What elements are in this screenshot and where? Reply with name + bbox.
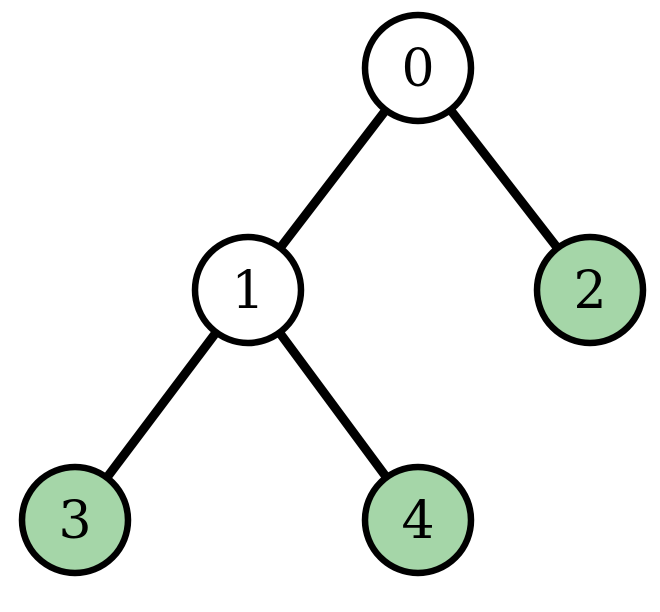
node-label-3: 3 bbox=[58, 491, 91, 551]
node-circle-3[interactable] bbox=[18, 463, 132, 577]
edge-layer bbox=[71, 65, 594, 523]
node-label-0: 0 bbox=[401, 39, 434, 99]
tree-node-2[interactable]: 2 bbox=[533, 233, 647, 347]
tree-node-4[interactable]: 4 bbox=[361, 463, 475, 577]
node-circle-2[interactable] bbox=[533, 233, 647, 347]
node-label-2: 2 bbox=[573, 261, 606, 321]
node-circle-4[interactable] bbox=[361, 463, 475, 577]
tree-node-1[interactable]: 1 bbox=[191, 233, 305, 347]
tree-node-0[interactable]: 0 bbox=[361, 11, 475, 125]
tree-node-3[interactable]: 3 bbox=[18, 463, 132, 577]
node-label-1: 1 bbox=[231, 261, 264, 321]
node-layer: 0 1 2 3 4 bbox=[18, 11, 647, 577]
node-circle-1[interactable] bbox=[191, 233, 305, 347]
node-circle-0[interactable] bbox=[361, 11, 475, 125]
node-label-4: 4 bbox=[401, 491, 434, 551]
